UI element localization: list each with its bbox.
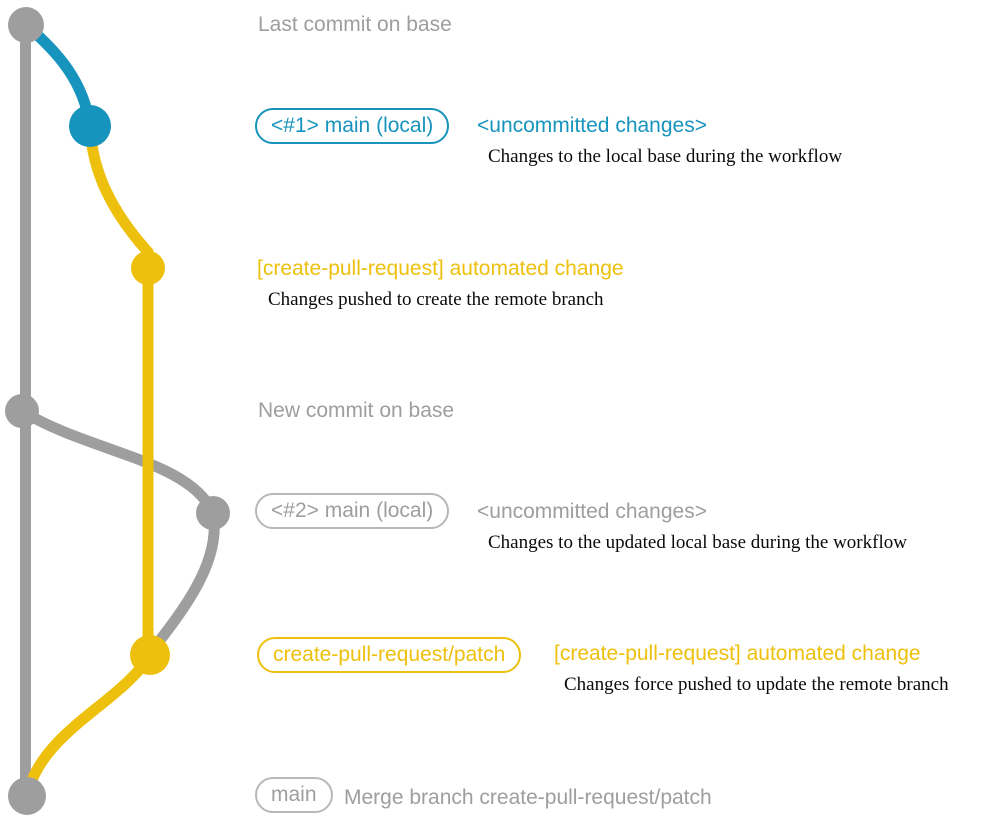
- commit-node-main-2: [196, 496, 230, 530]
- commit-node-main-1: [69, 105, 111, 147]
- commit-node-automated-2: [130, 635, 170, 675]
- commit-node-automated-1: [131, 251, 165, 285]
- commit-graph: [5, 7, 230, 815]
- patch-merge-curve: [22, 652, 155, 794]
- uncommitted-changes-note-2: Changes to the updated local base during…: [488, 532, 907, 553]
- branch-badge-main-local-2: <#2> main (local): [255, 493, 450, 530]
- uncommitted-changes-label-1: <uncommitted changes>: [477, 114, 707, 137]
- milestone-new-commit-label: New commit on base: [258, 399, 455, 422]
- merge-commit-message: Merge branch create-pull-request/patch: [344, 786, 712, 809]
- commit-node-merge: [8, 777, 46, 815]
- patch-branch-line: [84, 125, 154, 655]
- uncommitted-changes-label-2: <uncommitted changes>: [477, 500, 707, 523]
- automated-change-note-2: Changes force pushed to update the remot…: [564, 674, 949, 695]
- branch-badge-main-local-1: <#1> main (local): [255, 108, 450, 145]
- branch-badge-patch: create-pull-request/patch: [257, 637, 522, 674]
- commit-node-last-base: [8, 7, 44, 43]
- automated-change-label-1: [create-pull-request] automated change: [257, 257, 624, 280]
- automated-change-label-2: [create-pull-request] automated change: [554, 642, 921, 665]
- milestone-last-commit-label: Last commit on base: [258, 13, 452, 36]
- main2-to-patch-curve: [145, 512, 220, 657]
- commit-node-new-base: [5, 394, 39, 428]
- automated-change-note-1: Changes pushed to create the remote bran…: [268, 289, 604, 310]
- branch-badge-main: main: [255, 777, 333, 814]
- uncommitted-changes-note-1: Changes to the local base during the wor…: [488, 146, 843, 167]
- base-to-main2-curve: [19, 406, 219, 516]
